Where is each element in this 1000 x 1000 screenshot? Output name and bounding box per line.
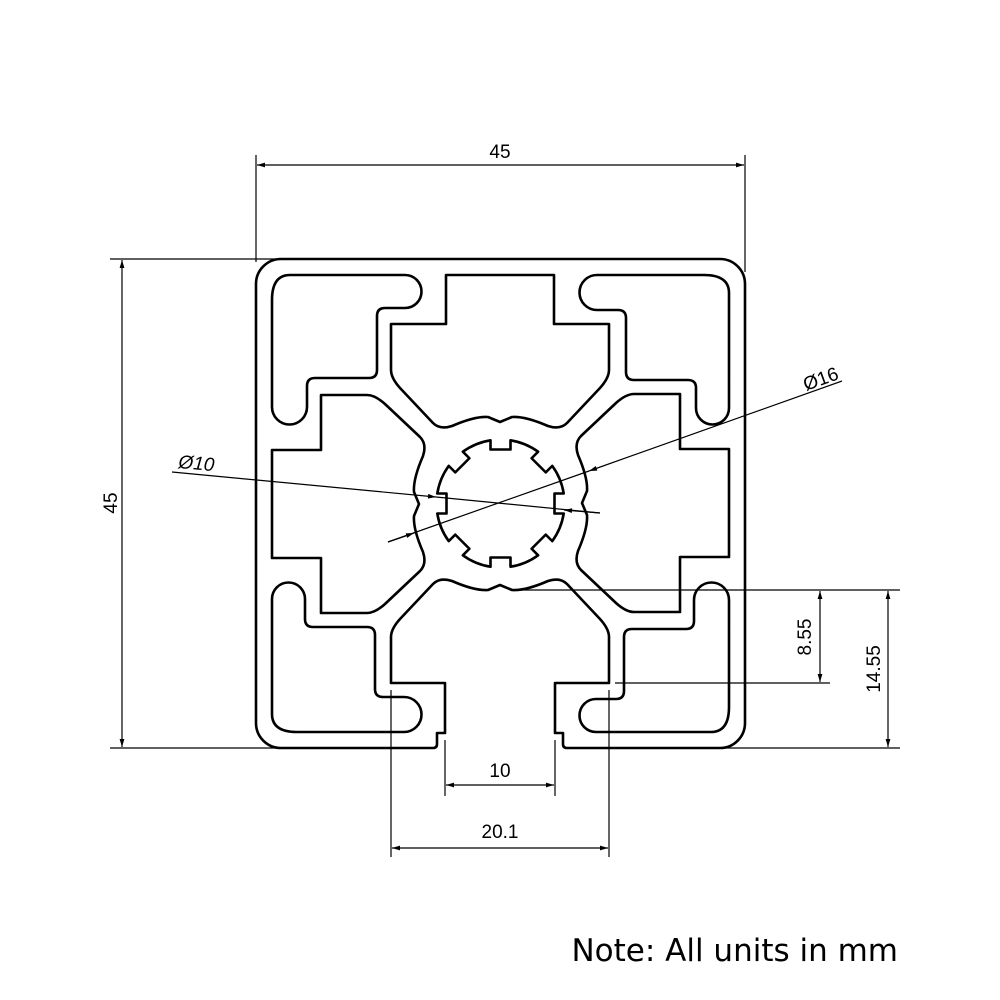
- corner-pocket-bottom-left: [270, 581, 423, 734]
- corner-pocket-top-right: [578, 273, 731, 426]
- bore-diameter-label: Ø10: [177, 452, 216, 476]
- profile-outline: [254, 257, 747, 750]
- t-slot-left: [270, 393, 426, 615]
- corner-pocket-bottom-right: [578, 581, 731, 734]
- dimension-bore-diameter: Ø10: [171, 452, 601, 514]
- extrusion-profile: [254, 257, 747, 750]
- dimension-width: 45: [255, 142, 746, 272]
- dimension-tube-diameter: Ø16: [387, 364, 843, 543]
- dimension-slot-offsets: 8.55 14.55: [512, 589, 900, 749]
- dimension-slot-width: 20.1: [390, 690, 610, 857]
- t-slot-top: [389, 273, 611, 429]
- tube-diameter-label: Ø16: [801, 364, 842, 396]
- dimension-height: 45: [101, 258, 280, 749]
- dimension-slot-opening: 10: [444, 740, 556, 796]
- slot-opening-label: 10: [489, 761, 510, 782]
- corner-pocket-top-left: [270, 273, 423, 426]
- offset-inner-label: 8.55: [795, 619, 816, 656]
- offset-outer-label: 14.55: [864, 645, 885, 693]
- t-slot-right: [575, 392, 731, 614]
- width-label: 45: [489, 142, 510, 163]
- units-note: Note: All units in mm: [571, 933, 898, 969]
- height-label: 45: [101, 492, 122, 513]
- center-bore: [435, 438, 566, 569]
- slot-width-label: 20.1: [482, 822, 519, 843]
